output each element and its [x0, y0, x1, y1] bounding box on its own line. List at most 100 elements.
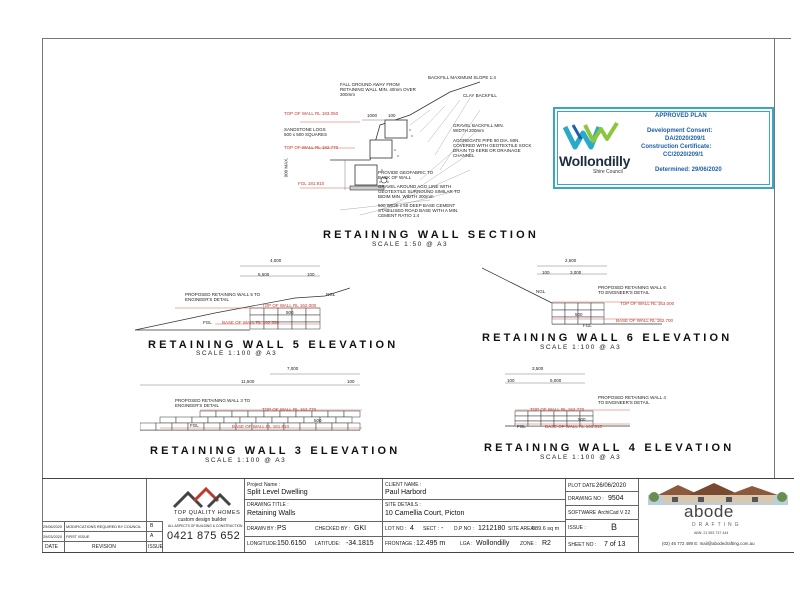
- site-label: SITE DETAILS :: [385, 502, 421, 508]
- rev-row-line: [42, 531, 162, 532]
- wall6-fgl: FGL: [583, 323, 592, 328]
- stamp-title: APPROVED PLAN: [655, 113, 707, 119]
- wall6-height: 500: [575, 312, 583, 317]
- wall3-dim-b: 100: [347, 379, 355, 384]
- zone: R2: [542, 540, 551, 547]
- rev-row-line: [42, 541, 162, 542]
- divider: [565, 479, 566, 552]
- sandstone-log-top: [384, 119, 408, 139]
- rev-row-1-desc: FIRST ISSUE: [66, 535, 90, 539]
- wall6-top-rl: TOP OF WALL RL 163.000: [620, 301, 675, 306]
- wall4-fgl: FGL: [517, 424, 526, 429]
- wall5-fgl: FGL: [203, 320, 212, 325]
- approved-plan-stamp: Wollondilly Shire Council APPROVED PLAN …: [553, 107, 774, 189]
- rev-row-0-date: 29/06/2020: [43, 525, 63, 529]
- longitude: 150.6150: [277, 540, 307, 547]
- abode-logo: abode: [684, 502, 734, 521]
- rev-row-1-date: 29/03/2020: [43, 535, 63, 539]
- stamp-inner-border: [557, 111, 770, 185]
- client-name: Paul Harbord: [385, 489, 427, 496]
- divider: [638, 479, 639, 552]
- sect-label: SECT :: [423, 526, 440, 532]
- sheet-no: 7 of 13: [604, 541, 626, 548]
- drawn-by: PS: [277, 525, 287, 532]
- wall4-dim-b: 5,000: [550, 378, 562, 383]
- house-roof-logo-icon: [172, 487, 232, 509]
- dim-1000: 1000: [367, 113, 378, 118]
- sandstone-log-low: [354, 164, 378, 186]
- wall6-drawing: [482, 265, 662, 325]
- issue: B: [611, 522, 618, 532]
- section-heading: RETAINING WALL SECTION: [323, 229, 540, 241]
- dim-100: 100: [388, 113, 396, 118]
- wall6-heading: RETAINING WALL 6 ELEVATION: [482, 332, 733, 344]
- sheet-no-label: SHEET NO :: [568, 542, 597, 548]
- sheet-right-border: [774, 38, 775, 478]
- wall4-base-rl: BASE OF WALL RL 161.810: [545, 424, 603, 429]
- rev-row-0-rev: B: [150, 523, 154, 529]
- wall6-proposed: PROPOSED RETAINING WALL 6 TO ENGINEER'S …: [598, 285, 666, 295]
- wall4-dim-a: 100: [507, 378, 515, 383]
- rev-col-line: [162, 521, 163, 552]
- note-geofabric: PROVIDE GEOFABRIC TO BACK OF WALL: [378, 170, 434, 180]
- checked-by-label: CHECKED BY :: [315, 526, 351, 532]
- project-row-line: [244, 521, 382, 522]
- rev-header-revision: REVISION: [92, 544, 116, 550]
- wall4-proposed: PROPOSED RETAINING WALL 4 TO ENGINEER'S …: [598, 395, 666, 405]
- divider: [382, 479, 383, 552]
- checked-by: GKI: [354, 525, 367, 532]
- client-row-line: [382, 499, 565, 500]
- lga: Wollondilly: [476, 540, 510, 547]
- project-row-line: [244, 536, 382, 537]
- divider: [146, 479, 147, 552]
- wall5-proposed: PROPOSED RETAINING WALL 5 TO ENGINEER'S …: [185, 292, 261, 302]
- lga-label: LGA :: [460, 541, 473, 547]
- house-render-image: [648, 483, 788, 505]
- site-address: 10 Camellia Court, Picton: [385, 510, 465, 517]
- drawing-no-label: DRAWING NO :: [568, 496, 604, 502]
- rev-col-line: [64, 521, 65, 552]
- builder-phone: 0421 875 652: [167, 530, 241, 542]
- builder-tagline: custom design builder: [178, 517, 227, 523]
- drawing-title: Retaining Walls: [247, 510, 296, 517]
- builder-sub: ALL ASPECTS OF BUILDING & CONSTRUCTION: [168, 524, 243, 528]
- note-ag-pipe: AGGREGATE PIPE 90 DIA. MIN. COVERED WITH…: [453, 138, 532, 158]
- dp-no: 1212180: [478, 525, 506, 532]
- sandstone-log-mid: [369, 139, 393, 159]
- wall3-heading: RETAINING WALL 3 ELEVATION: [150, 445, 401, 457]
- rev-header-issue: ISSUE: [148, 544, 164, 550]
- drawing-sheet-border: [42, 38, 791, 553]
- software: ArchiCad V 22: [598, 510, 631, 516]
- wall5-dim-top: 4,000: [270, 258, 282, 263]
- wall5-drawing: [135, 265, 351, 331]
- note-fall-ground: FALL GROUND AWAY FROM RETAINING WALL MIN…: [340, 82, 416, 97]
- wall3-top-rl: TOP OF WALL RL 162.770: [262, 407, 317, 412]
- project-name: Split Level Dwelling: [247, 489, 308, 496]
- wall4-heading: RETAINING WALL 4 ELEVATION: [484, 442, 735, 454]
- drawing-no: 9504: [608, 495, 624, 502]
- wall3-dim-top: 7,000: [287, 366, 299, 371]
- section-drawing: [300, 81, 481, 216]
- wall6-base-rl: BASE OF WALL RL 162.700: [616, 318, 674, 323]
- latitude-label: LATITUDE:: [315, 541, 341, 547]
- abode-abn: ABN: 21 553 737 444: [694, 531, 729, 535]
- wall4-dim-top: 3,500: [532, 366, 544, 371]
- wall5-ngl: NGL: [326, 292, 336, 297]
- cert-value: CC/2020/209/1: [663, 152, 704, 158]
- client-label: CLIENT NAME :: [385, 482, 422, 488]
- project-label: Project Name :: [247, 482, 281, 488]
- wall5-top-rl: TOP OF WALL RL 162.000: [262, 303, 317, 308]
- frontage: 12.495 m: [416, 540, 446, 547]
- rev-row-1-rev: A: [150, 533, 154, 539]
- note-gravel-backfill: GRAVEL BACKFILL MIN. WIDTH 200mm: [453, 123, 504, 133]
- wall3-proposed: PROPOSED RETAINING WALL 3 TO ENGINEER'S …: [175, 398, 251, 408]
- project-row-line: [244, 499, 382, 500]
- longitude-label: LONGITUDE:: [247, 541, 278, 547]
- note-top-rl: TOP OF WALL RL 183.050: [284, 111, 339, 116]
- sheet-row-line: [565, 536, 638, 537]
- cert-label: Construction Certificate:: [641, 144, 712, 150]
- client-row-line: [382, 536, 565, 537]
- plot-date-label: PLOT DATE :: [568, 483, 599, 489]
- wall3-fgl: FGL: [190, 423, 199, 428]
- wall3-scale: SCALE 1:100 @ A3: [205, 457, 287, 464]
